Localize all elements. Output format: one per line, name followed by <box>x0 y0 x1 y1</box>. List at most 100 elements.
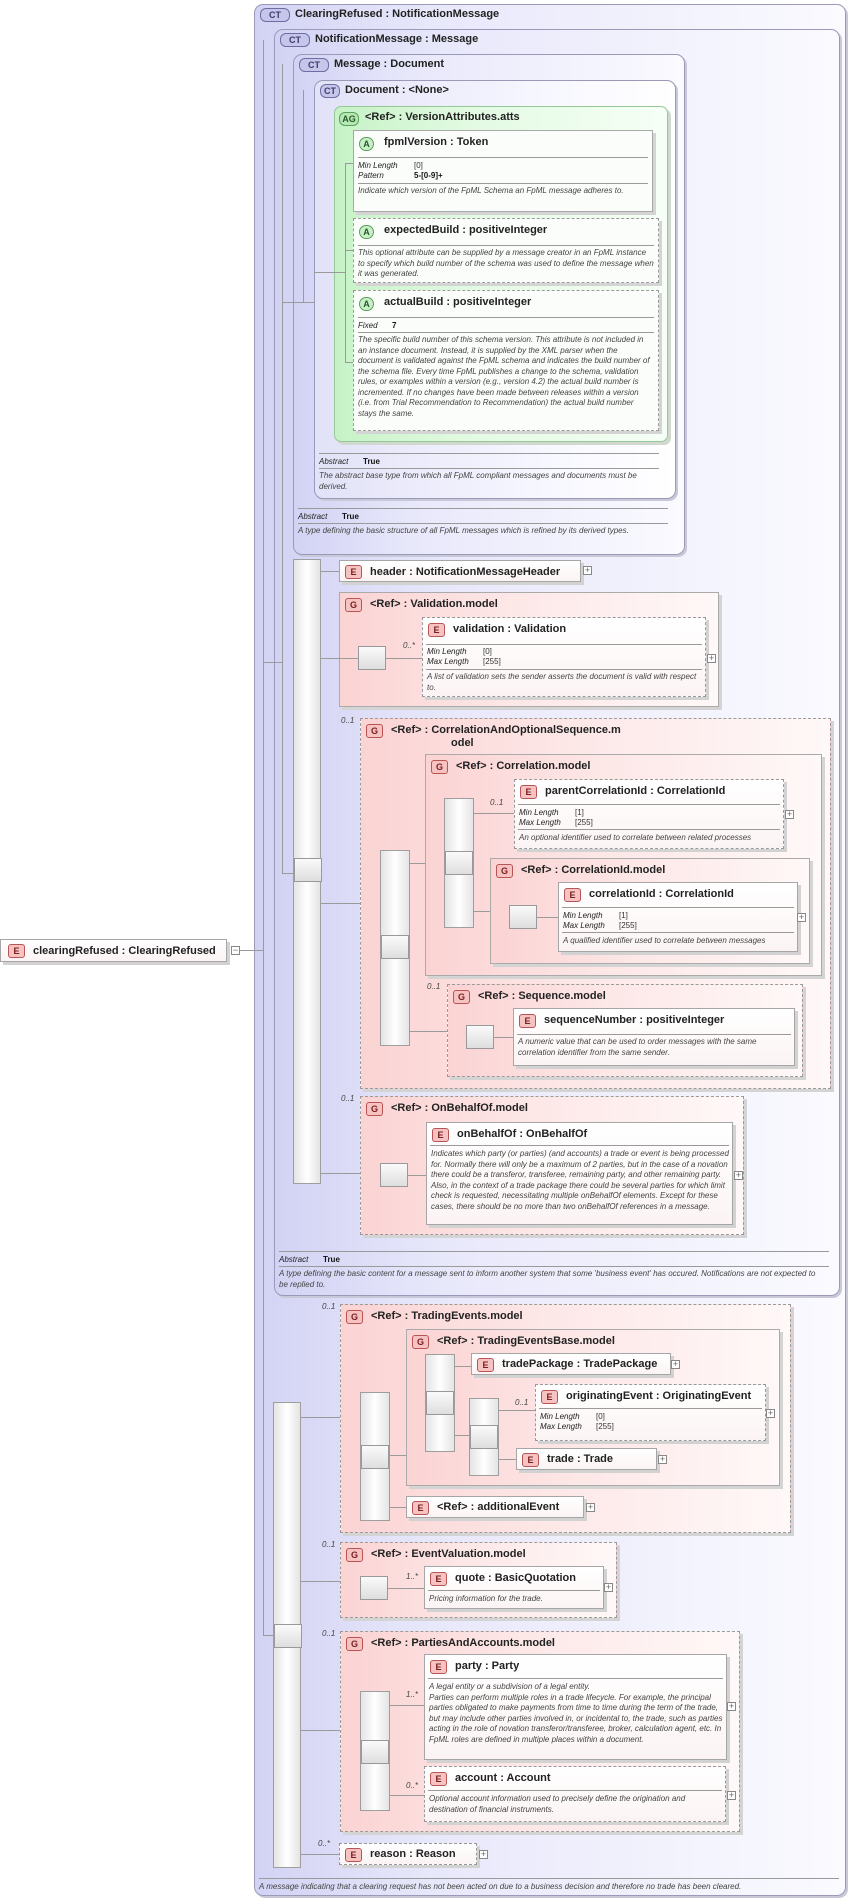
connector <box>321 658 359 659</box>
attribute-expectedbuild[interactable]: A expectedBuild : positiveInteger This o… <box>353 218 659 283</box>
element-validation[interactable]: E validation : Validation Min Length [0]… <box>422 617 706 697</box>
group-title: <Ref> : CorrelationAndOptionalSequence.m <box>391 724 621 736</box>
divider <box>428 1590 600 1591</box>
sequence-compositor-icon[interactable] <box>361 1740 389 1764</box>
group-title: <Ref> : CorrelationId.model <box>521 864 666 876</box>
expand-toggle[interactable]: + <box>727 1701 736 1711</box>
min-length-label: Min Length <box>358 161 398 170</box>
element-parentcorrelationid[interactable]: E parentCorrelationId : CorrelationId Mi… <box>514 779 784 849</box>
expand-toggle[interactable]: + <box>586 1502 595 1512</box>
expand-toggle[interactable]: + <box>707 653 716 663</box>
min-length-label: Min Length <box>427 647 467 656</box>
connector <box>388 1588 424 1589</box>
extension-connector <box>263 40 264 1635</box>
expand-toggle[interactable]: + <box>671 1359 680 1369</box>
min-length-label: Min Length <box>563 911 603 920</box>
sequence-compositor-icon[interactable] <box>274 1624 302 1648</box>
connector <box>240 950 254 951</box>
sequence-compositor-icon[interactable] <box>509 905 537 929</box>
sequence-compositor-icon[interactable] <box>381 935 409 959</box>
element-party[interactable]: E party : Party A legal entity or a subd… <box>424 1654 727 1760</box>
divider <box>428 1678 723 1679</box>
group-title: <Ref> : TradingEventsBase.model <box>437 1335 615 1347</box>
sequence-compositor-icon[interactable] <box>361 1445 389 1469</box>
complex-type-badge: CT <box>299 58 329 72</box>
root-element-title: clearingRefused : ClearingRefused <box>33 945 216 957</box>
max-length-value: [255] <box>619 921 637 930</box>
max-length-label: Max Length <box>540 1422 582 1431</box>
divider <box>319 468 659 469</box>
element-title: sequenceNumber : positiveInteger <box>544 1014 725 1026</box>
complex-type-badge: CT <box>280 33 310 47</box>
collapse-toggle[interactable]: − <box>231 945 240 955</box>
min-length-value: [0] <box>483 647 492 656</box>
expand-toggle[interactable]: + <box>658 1454 667 1464</box>
sequence-compositor-icon[interactable] <box>358 646 386 670</box>
attribute-group-title: <Ref> : VersionAttributes.atts <box>365 111 520 123</box>
element-badge: E <box>345 1848 362 1862</box>
attribute-title: expectedBuild : positiveInteger <box>384 224 548 236</box>
group-title: <Ref> : PartiesAndAccounts.model <box>371 1637 555 1649</box>
connector <box>263 1635 274 1636</box>
connector <box>301 1730 361 1731</box>
documentation: The specific build number of this schema… <box>358 335 650 418</box>
element-additionalevent[interactable]: E <Ref> : additionalEvent <box>406 1496 584 1518</box>
expand-toggle[interactable]: + <box>479 1849 488 1859</box>
group-title: <Ref> : Validation.model <box>370 598 498 610</box>
expand-toggle[interactable]: + <box>785 809 794 819</box>
element-originatingevent[interactable]: E originatingEvent : OriginatingEvent Mi… <box>535 1384 766 1441</box>
element-quote[interactable]: E quote : BasicQuotation Pricing informa… <box>424 1566 604 1609</box>
group-badge: G <box>345 598 362 612</box>
divider <box>518 829 780 830</box>
divider <box>319 453 659 454</box>
attribute-actualbuild[interactable]: A actualBuild : positiveInteger Fixed 7 … <box>353 290 659 431</box>
attribute-badge: A <box>359 297 374 311</box>
group-title: <Ref> : Sequence.model <box>478 990 606 1002</box>
expand-toggle[interactable]: + <box>583 565 592 575</box>
attribute-title: actualBuild : positiveInteger <box>384 296 532 308</box>
element-badge: E <box>522 1453 539 1467</box>
element-badge: E <box>430 1660 447 1674</box>
sequence-compositor-icon[interactable] <box>470 1425 498 1449</box>
documentation: Optional account information used to pre… <box>429 1794 686 1814</box>
element-sequencenumber[interactable]: E sequenceNumber : positiveInteger A num… <box>513 1008 795 1066</box>
element-title: quote : BasicQuotation <box>455 1572 576 1584</box>
element-correlationid[interactable]: E correlationId : CorrelationId Min Leng… <box>558 882 798 952</box>
expand-toggle[interactable]: + <box>734 1170 743 1180</box>
complex-type-title: Message : Document <box>334 58 445 70</box>
documentation: An optional identifier used to correlate… <box>519 833 752 842</box>
connector <box>390 1455 406 1456</box>
complex-type-title: NotificationMessage : Message <box>315 33 479 45</box>
element-tradepackage[interactable]: E tradePackage : TradePackage <box>471 1353 671 1375</box>
documentation: Indicate which version of the FpML Schem… <box>358 186 624 195</box>
extension-connector <box>303 90 304 303</box>
sequence-compositor-icon[interactable] <box>466 1025 494 1049</box>
complex-type-title: ClearingRefused : NotificationMessage <box>295 8 500 20</box>
sequence-compositor-icon[interactable] <box>380 1163 408 1187</box>
documentation: The abstract base type from which all Fp… <box>319 471 637 491</box>
element-trade[interactable]: E trade : Trade <box>516 1448 657 1470</box>
occurrence: 0..1 <box>341 716 355 725</box>
attribute-fpmlversion[interactable]: A fpmlVersion : Token Min Length [0] Pat… <box>353 130 653 212</box>
element-header[interactable]: E header : NotificationMessageHeader <box>339 560 581 582</box>
sequence-compositor-icon[interactable] <box>445 851 473 875</box>
expand-toggle[interactable]: + <box>797 912 806 922</box>
sequence-compositor-icon[interactable] <box>294 858 322 882</box>
fixed-label: Fixed <box>358 321 378 330</box>
element-reason[interactable]: E reason : Reason <box>339 1843 477 1865</box>
occurrence: 1..* <box>406 1572 419 1581</box>
sequence-compositor-icon[interactable] <box>360 1576 388 1600</box>
expand-toggle[interactable]: + <box>727 1790 736 1800</box>
documentation: A numeric value that can be used to orde… <box>518 1037 757 1057</box>
element-badge: E <box>8 944 25 958</box>
expand-toggle[interactable]: + <box>766 1408 775 1418</box>
occurrence: 0..1 <box>322 1540 336 1549</box>
element-onbehalfof[interactable]: E onBehalfOf : OnBehalfOf Indicates whic… <box>426 1122 733 1225</box>
root-element[interactable]: E clearingRefused : ClearingRefused <box>0 939 227 962</box>
sequence-compositor-icon[interactable] <box>426 1391 454 1415</box>
complex-type-badge: CT <box>320 84 340 98</box>
element-account[interactable]: E account : Account Optional account inf… <box>424 1766 726 1822</box>
expand-toggle[interactable]: + <box>604 1582 613 1592</box>
group-badge: G <box>366 724 383 738</box>
connector <box>345 163 353 164</box>
